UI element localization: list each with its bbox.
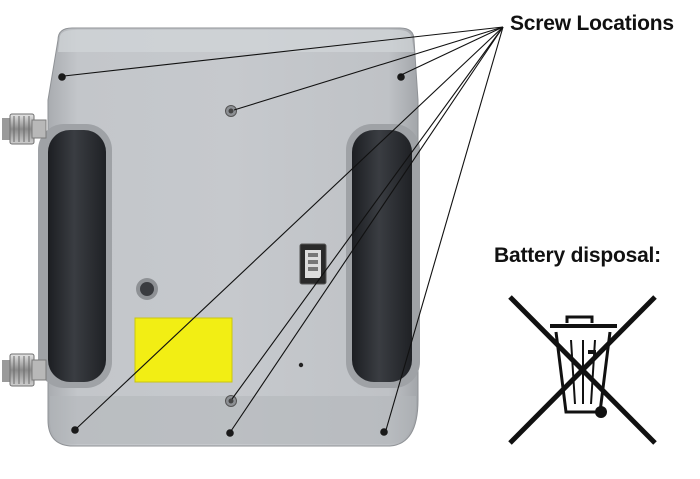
screw-bottom-right [380,428,388,436]
screw-bottom-left [71,426,79,434]
screw-top-center [225,105,237,117]
bottom-antenna-connector [2,353,47,387]
yellow-label-sticker [134,317,233,383]
screw-holes [58,73,405,437]
right-grip [346,124,420,388]
round-port [136,278,158,300]
screw-top-left [58,73,66,81]
crossed-out-wheelie-bin-icon [508,295,657,445]
pinhole [298,362,304,368]
screw-locations-label: Screw Locations [510,12,674,35]
screw-bottom-center [225,395,237,407]
left-grip [38,124,112,388]
usb-port [299,243,327,285]
screw-bottom-mid [226,429,234,437]
leader-lines [63,26,504,432]
battery-disposal-label: Battery disposal: [494,244,661,267]
top-antenna-connector [2,113,47,145]
screw-top-right [397,73,405,81]
